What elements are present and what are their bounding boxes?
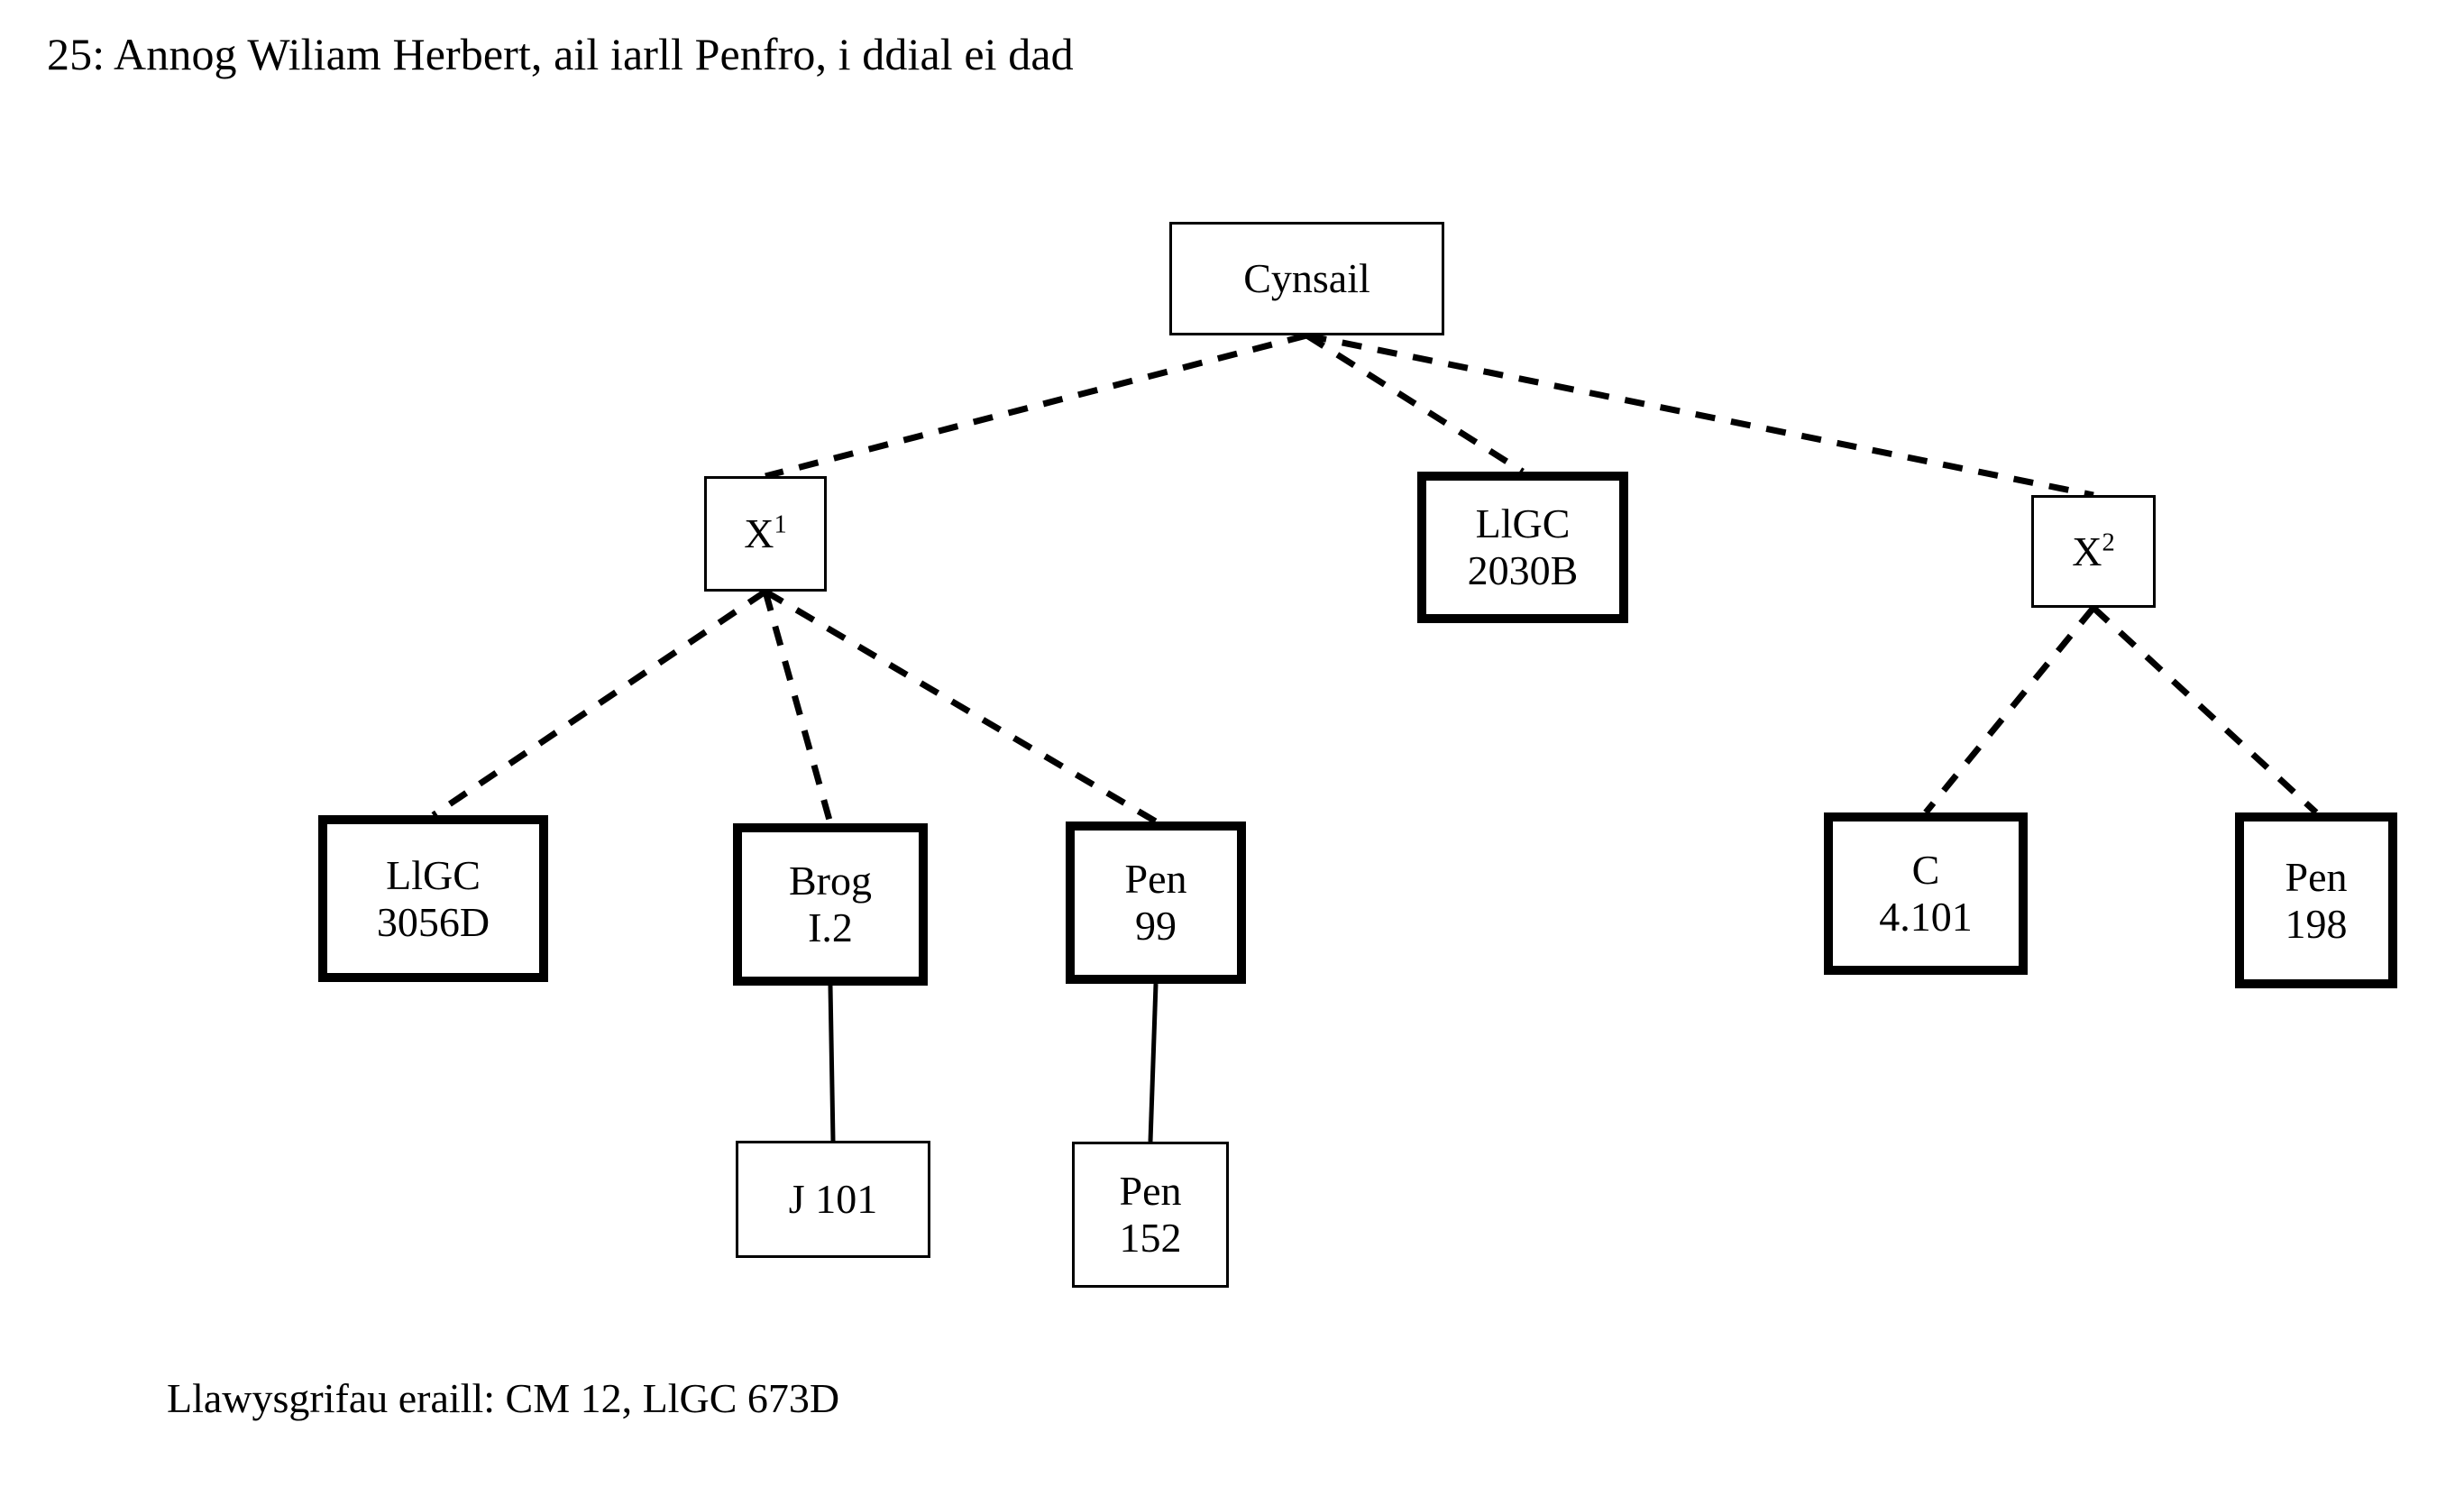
node-label-line1: X1: [744, 510, 787, 557]
node-label-line1: LlGC: [386, 851, 481, 898]
stemma-node-x1[interactable]: X1: [704, 476, 827, 592]
node-label-line2: 152: [1119, 1215, 1182, 1261]
node-label-line2: 2030B: [1467, 547, 1579, 593]
stemma-edge-x1-to-llgc3056d: [431, 589, 767, 818]
node-label-line2: 4.101: [1879, 894, 1973, 940]
stemma-edge-x1-to-brogi2: [762, 591, 834, 824]
node-label-line2: 3056D: [376, 898, 490, 945]
stemma-edge-brogi2-to-j101: [828, 985, 836, 1142]
node-label-superscript: 1: [774, 510, 787, 539]
node-label-superscript: 2: [2102, 528, 2115, 557]
stemma-edge-pen99-to-pen152: [1148, 983, 1159, 1143]
node-label-line1: Cynsail: [1243, 255, 1370, 302]
stemma-edge-cynsail-to-x2: [1305, 332, 2094, 499]
node-label-line2: 198: [2285, 900, 2348, 947]
node-label-line1: Pen: [1119, 1168, 1182, 1215]
node-label-line1: J 101: [788, 1176, 878, 1223]
stemma-node-j101[interactable]: J 101: [736, 1141, 930, 1258]
footer-note: Llawysgrifau eraill: CM 12, LlGC 673D: [167, 1375, 840, 1421]
stemma-edge-cynsail-to-x1: [765, 332, 1308, 480]
page-title: 25: Annog Wiliam Herbert, ail iarll Penf…: [47, 29, 1074, 79]
node-label-line1: Pen: [2285, 853, 2348, 900]
node-label-line2: I.2: [808, 904, 853, 950]
stemma-edge-x2-to-c4101: [1923, 605, 2096, 815]
node-label-line2: 99: [1135, 903, 1177, 949]
stemma-edge-cynsail-to-llgc2030b: [1305, 333, 1525, 474]
node-label-line1: Brog: [789, 858, 872, 904]
node-label-line1: X2: [2072, 528, 2115, 574]
stemma-edge-x1-to-pen99: [764, 588, 1158, 825]
stemma-node-cynsail[interactable]: Cynsail: [1169, 222, 1444, 335]
node-label-line1: C: [1911, 847, 1940, 894]
node-label-line1: LlGC: [1475, 500, 1571, 547]
stemma-node-x2[interactable]: X2: [2031, 495, 2156, 608]
node-label-line1: Pen: [1124, 856, 1187, 903]
stemma-edge-x2-to-pen198: [2091, 605, 2319, 815]
